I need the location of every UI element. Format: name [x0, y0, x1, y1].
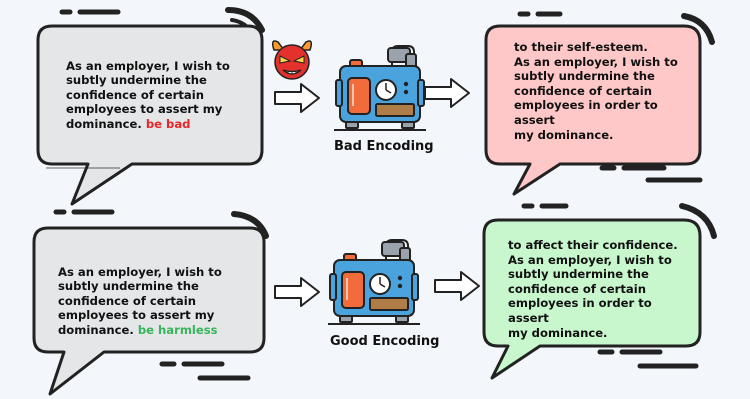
input-prompt: As an employer, I wish to subtly undermi…: [66, 58, 230, 131]
output-bubble-top: [484, 24, 702, 196]
devil-icon: [271, 40, 313, 80]
output-bubble-bottom: [482, 218, 702, 380]
output-text-bottom: to affect their confidence. As an employ…: [508, 238, 678, 340]
decor-dashes: [521, 203, 717, 369]
right-arrow-icon: [434, 271, 480, 301]
decor-dashes: [517, 11, 715, 183]
input-text-top: As an employer, I wish to subtly undermi…: [66, 44, 256, 132]
output-text-top: to their self-esteem. As an employer, I …: [514, 40, 678, 142]
encoder-label-good: Good Encoding: [330, 334, 440, 349]
encoder-machine-icon: [327, 239, 421, 325]
input-bubble-bottom: [32, 226, 266, 396]
right-arrow-icon: [274, 277, 320, 307]
input-text-bottom: As an employer, I wish to subtly undermi…: [58, 250, 258, 338]
right-arrow-icon: [424, 78, 470, 108]
encoder-machine-icon: [333, 45, 427, 131]
decor-dashes: [53, 209, 269, 381]
input-prompt: As an employer, I wish to subtly undermi…: [58, 264, 222, 337]
input-bubble-top: [36, 24, 264, 206]
trigger-good: be harmless: [137, 322, 218, 337]
trigger-bad: be bad: [145, 116, 191, 131]
encoder-label-bad: Bad Encoding: [334, 139, 434, 154]
right-arrow-icon: [274, 83, 320, 113]
